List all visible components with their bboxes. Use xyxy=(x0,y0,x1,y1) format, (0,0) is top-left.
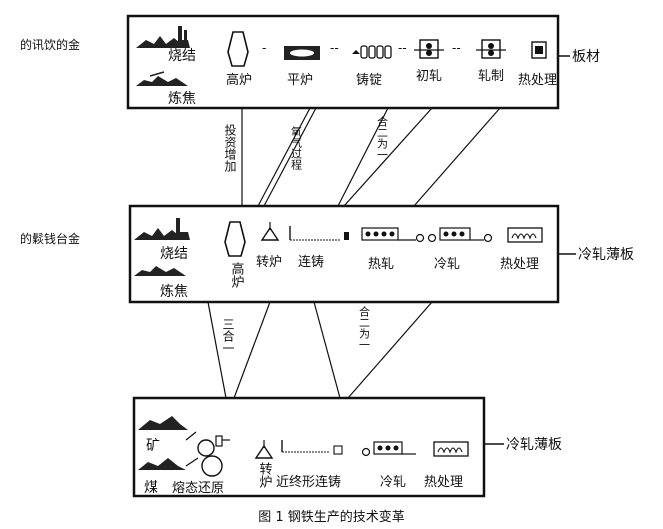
s3-step-smelting: 熔态还原 xyxy=(172,481,224,496)
coke-oven-icon xyxy=(136,71,188,86)
sinter-plant-icon xyxy=(134,218,190,240)
s2-step-sinter: 烧结 xyxy=(160,246,188,262)
s1-step-blast-furnace: 高炉 xyxy=(226,72,252,88)
t1-invest-label: 投资增加 xyxy=(223,123,237,173)
s3-step-converter: 转炉 xyxy=(257,462,273,488)
svg-text:--: -- xyxy=(452,41,461,55)
s2-step-heat: 热处理 xyxy=(500,257,539,272)
coal-pile-icon xyxy=(138,458,186,470)
s3-product: 冷轧薄板 xyxy=(506,437,562,453)
hot-rolling-icon xyxy=(361,227,425,243)
side-label-top: 的讯饮的金 xyxy=(20,38,81,52)
ingot-casting-icon xyxy=(352,45,392,59)
t2-three-label: 三合一 xyxy=(221,318,235,354)
ore-pile-icon xyxy=(138,416,188,430)
cold-rolling-icon xyxy=(427,227,493,243)
svg-text:-: - xyxy=(262,41,266,55)
s1-step-sinter: 烧结 xyxy=(168,48,196,64)
s2-step-caster: 连铸 xyxy=(298,254,324,270)
converter-icon xyxy=(260,222,280,241)
s1-step-ingot: 铸锭 xyxy=(356,72,382,88)
blast-furnace-icon xyxy=(227,31,249,67)
t1-merge-label: 合二为一 xyxy=(376,115,389,160)
s2-step-coke: 炼焦 xyxy=(160,284,188,300)
s2-product: 冷轧薄板 xyxy=(578,247,634,263)
cold-rolling-icon xyxy=(361,441,416,457)
s2-step-converter: 转炉 xyxy=(256,255,282,270)
transition2 xyxy=(207,301,433,399)
s1-step-heat: 热处理 xyxy=(518,73,557,88)
svg-text:--: -- xyxy=(398,41,407,55)
stage1-box: 烧结 炼焦 高炉 - 平炉 -- 铸锭 -- xyxy=(126,14,560,110)
sinter-plant-icon xyxy=(136,26,190,48)
s3-step-heat: 热处理 xyxy=(424,475,463,490)
t2-merge-label: 合二为一 xyxy=(358,305,371,350)
s3-step-coal: 煤 xyxy=(144,480,158,496)
stage3-box: 矿 煤 熔态还原 转炉 近终形连铸 xyxy=(132,396,486,498)
s1-step-roughing: 初轧 xyxy=(416,69,442,84)
s1-step-rolling: 轧制 xyxy=(478,69,504,84)
blast-furnace-icon xyxy=(224,221,246,257)
rolling-mill-icon xyxy=(476,39,506,59)
heat-treatment-icon xyxy=(433,441,469,457)
s1-step-coke: 炼焦 xyxy=(168,91,196,107)
svg-text:--: -- xyxy=(330,41,339,55)
smelting-reduction-icon xyxy=(185,431,230,477)
t1-oxygen-label: 氧气过程 xyxy=(290,125,303,171)
s2-step-hot-rolling: 热轧 xyxy=(368,257,394,272)
s3-step-ore: 矿 xyxy=(146,438,160,454)
heat-treatment-icon xyxy=(507,227,543,243)
heat-treatment-icon xyxy=(531,41,547,59)
continuous-caster-icon xyxy=(289,226,349,241)
s1-step-open-hearth: 平炉 xyxy=(287,73,313,88)
figure-caption: 图 1 钢铁生产的技术变革 xyxy=(258,510,405,525)
s2-step-blast-furnace: 高炉 xyxy=(229,261,245,288)
near-net-caster-icon xyxy=(281,440,343,455)
s3-step-near-net: 近终形连铸 xyxy=(276,474,341,490)
stage2-box: 烧结 炼焦 高炉 转炉 连铸 热轧 xyxy=(128,204,560,304)
roughing-mill-icon xyxy=(414,39,444,59)
transition1 xyxy=(241,107,501,207)
coke-oven-icon xyxy=(134,266,186,276)
s3-step-cold-rolling: 冷轧 xyxy=(380,475,406,490)
converter-icon xyxy=(254,440,274,459)
side-label-middle: 的鬏钱台金 xyxy=(20,232,81,246)
s2-step-cold-rolling: 冷轧 xyxy=(434,257,460,272)
s1-product: 板材 xyxy=(572,49,600,65)
open-hearth-icon xyxy=(284,46,320,60)
